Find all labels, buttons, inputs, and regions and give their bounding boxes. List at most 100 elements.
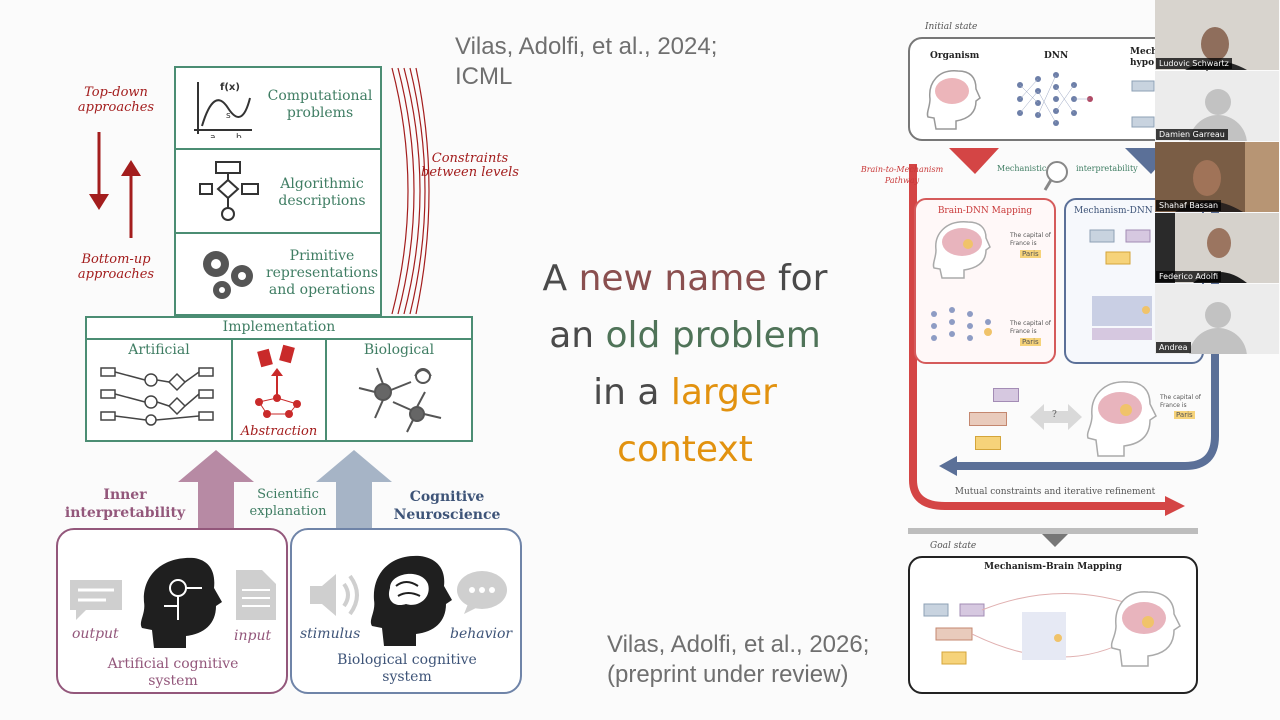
bottom-up-label: Bottom-up approaches [77,252,155,282]
updown-arrows-icon [89,132,141,238]
mechanism-dnn-label: Mechanism-DNN [1074,206,1153,216]
artificial-label: Artificial [128,342,190,358]
goal-state-panel: Mechanism-Brain Mapping [908,556,1198,694]
goal-arrow-icon [1042,534,1068,547]
svg-text:b: b [236,133,242,138]
paris-tag-1: Paris [1020,250,1041,258]
organism-label: Organism [930,51,980,61]
brain-dnn-mapping-panel: Brain-DNN Mapping The capital of France … [914,198,1056,364]
avatar-head-icon [1205,302,1231,328]
svg-text:a: a [210,133,216,138]
robot-head-icon [140,557,222,648]
goal-divider [908,528,1198,534]
interpretability-label: interpretability [1076,164,1138,173]
abstraction-label: Abstraction [240,424,318,439]
brain-dnn-mapping-label: Brain-DNN Mapping [937,206,1033,216]
gears-icon [203,251,253,299]
capital-text-2: The capital of France is [1010,320,1051,335]
participant-name-damien: Damien Garreau [1156,129,1228,140]
participant-tile-andrea[interactable]: Andrea [1155,284,1279,354]
bottom-mechanism-box-1 [993,388,1019,402]
citation-bottom: Vilas, Adolfi, et al., 2026; (preprint u… [607,630,869,690]
mutual-constraints-label: Mutual constraints and iterative refinem… [954,487,1156,497]
headline-line-4: context [617,429,753,470]
participant-tile-shahaf[interactable]: Shahaf Bassan [1155,142,1279,212]
participant-name-andrea: Andrea [1156,342,1191,353]
dnn-small-icon [931,307,992,341]
cognitive-neuroscience-arrow [316,450,392,546]
biological-system-box: stimulus behavior Biological cognitive s… [290,528,522,694]
input-label: input [234,628,272,644]
mechanism-diagram-icon [1089,229,1152,340]
capital-text-3: The capital of France is [1160,394,1201,409]
speaker-icon [310,574,359,616]
behavior-label: behavior [450,626,513,642]
dnn-network-icon [1017,72,1093,126]
citation-top-line2: ICML [455,63,513,90]
implementation-label: Implementation [222,319,336,335]
algorithmic-label: Algorithmic descriptions [278,176,366,209]
primitive-level-box: Primitive representations and operations [174,232,382,316]
brain-to-mechanism-label: Brain-to-Mechanism Pathway [860,165,944,185]
citation-bottom-line2: (preprint under review) [607,661,849,688]
participant-tile-federico[interactable]: Federico Adolfi [1155,213,1279,283]
citation-bottom-line1: Vilas, Adolfi, et al., 2026; [607,631,870,658]
paris-tag-2: Paris [1020,338,1041,346]
top-down-label: Top-down approaches [77,85,155,115]
cognitive-neuroscience-label: Cognitive Neuroscience [393,489,501,523]
bottom-mechanism-box-3 [975,436,1001,450]
computational-level-box: f(x) s a b Computational problems [174,66,382,150]
constraints-curves [391,67,430,315]
participant-tile-ludovic[interactable]: Ludovic Schwartz [1155,0,1279,70]
inner-interpretability-label: Inner interpretability [64,487,186,521]
flowchart-icon [199,161,259,221]
headline-line-2: an old problem [549,315,821,356]
inner-interpretability-arrow [178,450,254,546]
goal-state-label: Goal state [930,541,977,551]
capital-text-1: The capital of France is [1010,232,1051,247]
participant-tile-damien[interactable]: Damien Garreau [1155,71,1279,141]
participant-name-federico: Federico Adolfi [1156,271,1221,282]
svg-text:f(x): f(x) [220,82,240,93]
headline-line-3: in a larger [593,372,777,413]
brain-head-small-icon [932,221,991,279]
brain-head-bottom-icon [1086,381,1157,457]
headline-line-1: A new name for [542,258,828,299]
neurons-icon [358,367,442,433]
output-speech-icon [70,580,122,620]
goal-diagram-icon [923,591,1181,667]
initial-state-label: Initial state [925,22,978,32]
artificial-system-box: output input Artificial cognitive system [56,528,288,694]
constraints-label: Constraints between levels [421,151,519,180]
mech-hypo-label: Mech hypo [1130,47,1158,68]
output-label: output [72,626,119,642]
avatar-body-icon [1189,328,1247,354]
citation-top-line1: Vilas, Adolfi, et al., 2024; [455,33,718,60]
artificial-system-label: Artificial cognitive system [107,656,239,689]
avatar-head-icon [1205,89,1231,115]
abstraction-icon [255,344,301,418]
dnn-label: DNN [1044,51,1069,61]
citation-top: Vilas, Adolfi, et al., 2024; ICML [455,32,717,92]
primitive-label: Primitive representations and operations [265,248,379,298]
computational-label: Computational problems [267,88,373,121]
svg-text:s: s [226,111,231,121]
participant-name-ludovic: Ludovic Schwartz [1156,58,1232,69]
implementation-box: Implementation Artificial Abstraction [85,316,473,442]
bidirectional-arrow [1030,404,1082,430]
mechanistic-label: Mechanistic [997,164,1047,173]
behavior-chat-icon [457,571,507,614]
neural-circuit-icon [100,367,214,426]
scientific-explanation-label: Scientific explanation [249,487,327,519]
algorithmic-level-box: Algorithmic descriptions [174,148,382,234]
headline: A new name for an old problem in a large… [500,250,870,478]
stimulus-label: stimulus [300,626,361,642]
organism-head-icon [926,70,981,130]
paris-tag-3: Paris [1174,411,1195,419]
brain-head-icon [370,555,452,646]
input-document-icon [236,570,276,620]
function-graph-icon: f(x) s a b [194,82,252,138]
participant-name-shahaf: Shahaf Bassan [1156,200,1222,211]
bottom-mechanism-box-2 [969,412,1007,426]
